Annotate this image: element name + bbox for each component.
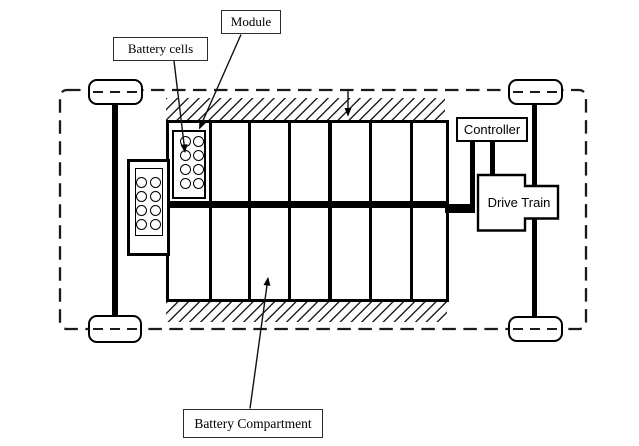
- compartment-divider: [247, 123, 251, 299]
- battery-cell: [149, 204, 161, 216]
- bus-bar: [165, 200, 449, 208]
- wheel-front-right: [508, 79, 563, 105]
- controller-label: Controller: [463, 121, 521, 137]
- module-callout-box: Module: [221, 10, 281, 34]
- battery-cell: [179, 149, 191, 161]
- battery-cell: [192, 149, 204, 161]
- module-callout-label: Module: [230, 14, 272, 29]
- battery-cell: [192, 163, 204, 175]
- battery-cell: [135, 176, 147, 188]
- battery-compartment-callout-label: Battery Compartment: [194, 415, 312, 431]
- controller-drivetrain-connection: [490, 141, 495, 176]
- battery-cell: [149, 190, 161, 202]
- compartment-divider: [368, 123, 372, 299]
- compartment-divider: [208, 123, 212, 299]
- battery-cell: [179, 135, 191, 147]
- compartment-divider: [328, 123, 332, 299]
- top-hatch-strip: [166, 97, 445, 120]
- wheel-center-dash: [513, 91, 558, 94]
- battery-cell: [135, 218, 147, 230]
- bus-bar-extension: [445, 203, 475, 213]
- wheel-rear-right: [508, 316, 563, 342]
- battery-cell: [192, 135, 204, 147]
- wheel-center-dash: [93, 91, 138, 94]
- controller-box: Controller: [456, 116, 528, 142]
- wheel-front-left: [88, 79, 143, 105]
- bottom-hatch-strip: [166, 302, 447, 322]
- compartment-divider: [287, 123, 291, 299]
- wheel-rear-left: [88, 315, 142, 343]
- battery-cell: [179, 177, 191, 189]
- battery-cell: [149, 176, 161, 188]
- battery-cells-callout-label: Battery cells: [127, 41, 194, 56]
- battery-cell: [179, 163, 191, 175]
- rear-axle: [531, 103, 537, 317]
- controller-bus-connection: [469, 141, 475, 212]
- battery-cell: [149, 218, 161, 230]
- drive-train-label: Drive Train: [487, 195, 551, 210]
- front-axle: [112, 103, 118, 316]
- side-battery-module: [127, 159, 170, 256]
- battery-compartment-callout-box: Battery Compartment: [183, 409, 323, 438]
- battery-cell: [192, 177, 204, 189]
- wheel-center-dash: [513, 328, 558, 331]
- battery-cells-callout-box: Battery cells: [113, 37, 208, 61]
- compartment-divider: [409, 123, 413, 299]
- wheel-center-dash: [93, 328, 137, 331]
- battery-cell: [135, 190, 147, 202]
- battery-cell: [135, 204, 147, 216]
